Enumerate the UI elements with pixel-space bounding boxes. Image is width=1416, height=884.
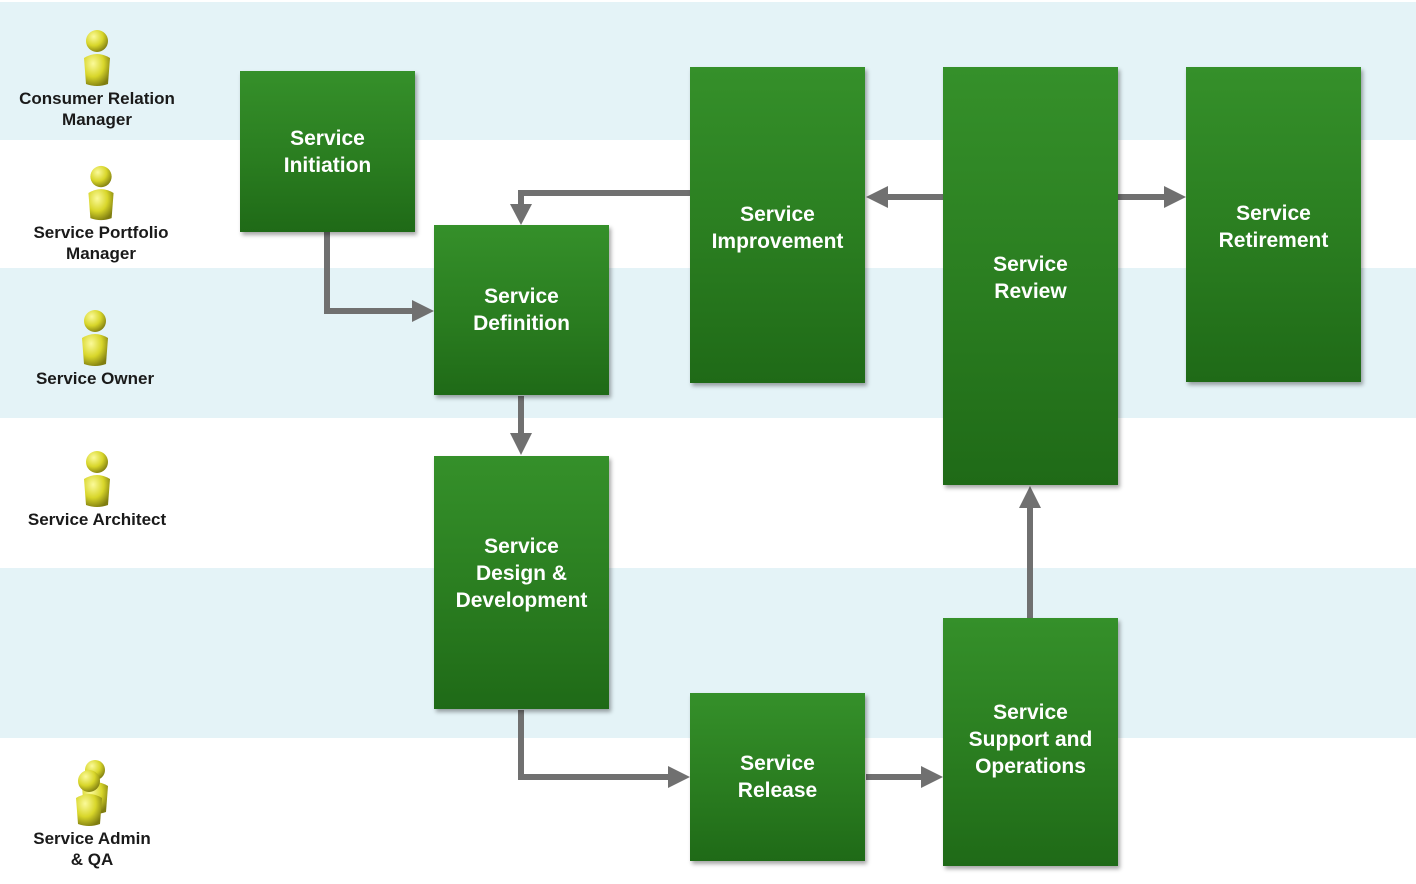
role-label: Service Owner <box>35 369 155 388</box>
role-label: Service Architect <box>27 510 167 529</box>
person-group-icon <box>76 760 108 826</box>
role-consumer-relation-manager: Consumer Relation Manager <box>0 28 197 130</box>
arrowhead <box>1164 186 1186 208</box>
arrowhead <box>668 766 690 788</box>
stage-label: Service Design & Development <box>455 535 588 612</box>
arrowhead <box>921 766 943 788</box>
role-service-owner: Service Owner <box>0 308 195 389</box>
stage-service-improvement: Service Improvement <box>690 67 865 383</box>
person-icon <box>88 165 114 221</box>
arrowhead <box>510 204 532 225</box>
arrowhead <box>866 186 888 208</box>
person-icon <box>84 30 110 86</box>
role-service-architect: Service Architect <box>0 449 197 530</box>
stage-label: Service Initiation <box>283 126 372 177</box>
stage-label: Service Definition <box>473 285 570 335</box>
stage-service-design-development: Service Design & Development <box>434 456 609 709</box>
arrow-improvement-to-definition <box>518 190 690 208</box>
arrowhead <box>412 300 434 322</box>
person-icon <box>82 310 108 366</box>
role-service-admin-qa: Service Admin & QA <box>0 758 192 870</box>
role-label: Consumer Relation Manager <box>19 89 175 129</box>
stage-label: Service Improvement <box>711 203 844 253</box>
stage-service-review: Service Review <box>943 67 1118 485</box>
role-service-portfolio-manager: Service Portfolio Manager <box>1 164 201 264</box>
stage-service-retirement: Service Retirement <box>1186 67 1361 382</box>
role-label: Service Portfolio Manager <box>33 223 169 263</box>
stage-label: Service Release <box>737 752 818 802</box>
person-icon <box>84 451 110 507</box>
stage-label: Service Review <box>993 253 1068 303</box>
stage-service-support-operations: Service Support and Operations <box>943 618 1118 866</box>
arrowhead <box>1019 486 1041 508</box>
stage-service-release: Service Release <box>690 693 865 861</box>
arrow-initiation-to-definition <box>324 232 416 314</box>
stage-label: Service Support and Operations <box>968 700 1093 778</box>
arrow-design-to-release <box>518 710 672 780</box>
stage-service-initiation: Service Initiation <box>240 71 415 232</box>
arrowhead <box>510 433 532 455</box>
stage-service-definition: Service Definition <box>434 225 609 395</box>
stage-label: Service Retirement <box>1218 202 1329 252</box>
role-label: Service Admin & QA <box>33 829 151 869</box>
